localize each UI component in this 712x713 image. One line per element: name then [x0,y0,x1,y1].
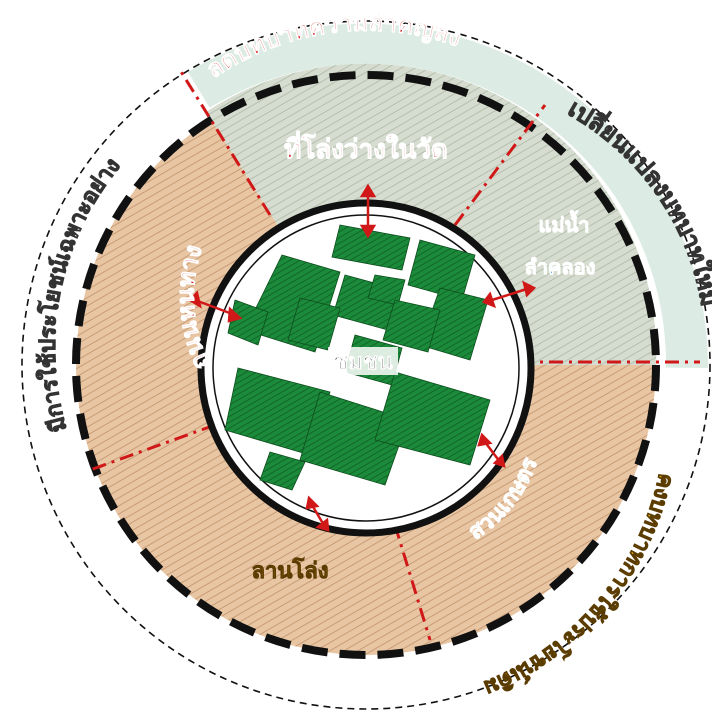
connection-arrows [187,183,537,532]
label-yard: ลานโล่ง [252,557,329,584]
label-temple: ที่โล่งว่างในวัด [284,130,448,165]
label-canal: ลำคลอง [525,255,596,279]
community-buildings [224,224,491,491]
dashed-ring [72,71,660,659]
label-river: แม่น้ำ [539,210,590,237]
center-label: ชุมชน [333,350,392,376]
sector-dividers [89,69,700,641]
